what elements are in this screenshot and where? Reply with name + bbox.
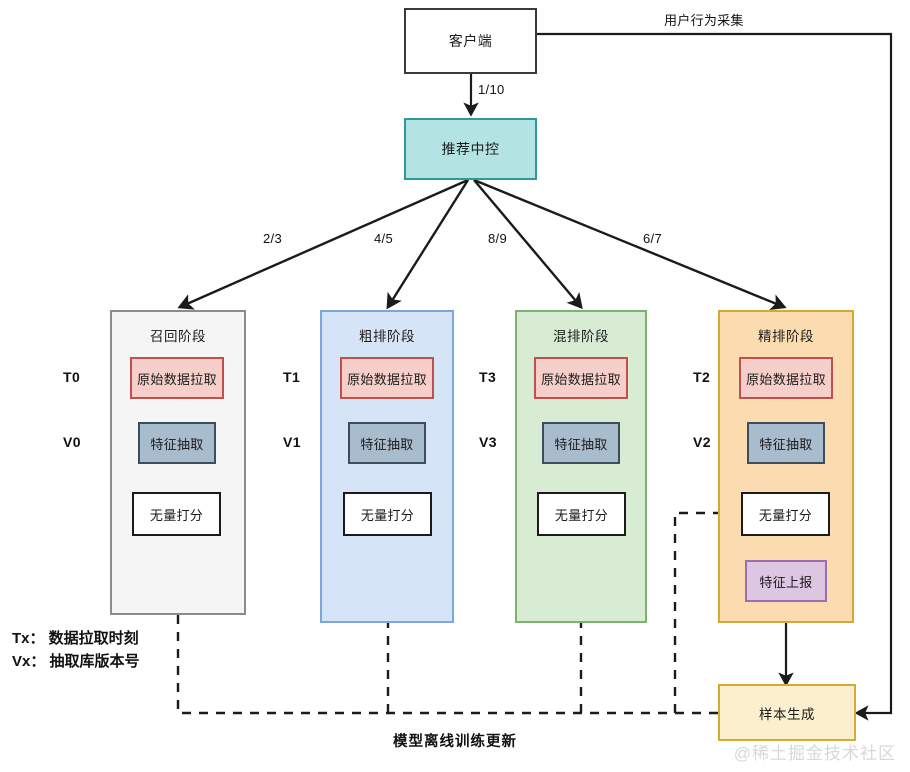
node-client-label: 客户端 bbox=[448, 33, 493, 49]
stage-recall-raw-pull-label: 原始数据拉取 bbox=[137, 371, 217, 387]
legend-line-vx: Vx： 抽取库版本号 bbox=[12, 653, 140, 670]
edge-label-client-to-center: 1/10 bbox=[478, 82, 505, 97]
stage-coarse-raw-pull-label: 原始数据拉取 bbox=[347, 371, 427, 387]
stage-mix-v-label: V3 bbox=[479, 434, 497, 450]
stage-mix-feature-extract-label: 特征抽取 bbox=[554, 436, 608, 452]
stage-fine-t-label: T2 bbox=[693, 369, 711, 385]
stage-recall-score[interactable]: 无量打分 bbox=[132, 492, 221, 536]
stage-mix-t-label: T3 bbox=[479, 369, 497, 385]
stage-mix-score-label: 无量打分 bbox=[554, 507, 609, 523]
bottom-caption: 模型离线训练更新 bbox=[393, 734, 517, 750]
stage-fine-feature-report-label: 特征上报 bbox=[759, 574, 813, 590]
watermark: @稀土掘金技术社区 bbox=[733, 744, 896, 763]
stage-fine-score[interactable]: 无量打分 bbox=[741, 492, 830, 536]
edge-label-to-coarse: 4/5 bbox=[374, 231, 393, 246]
stage-coarse-raw-pull[interactable]: 原始数据拉取 bbox=[340, 357, 434, 399]
stage-recall-v-label: V0 bbox=[63, 434, 81, 450]
stage-mix-raw-pull-label: 原始数据拉取 bbox=[541, 371, 621, 387]
node-recommend-center-label: 推荐中控 bbox=[441, 141, 500, 157]
stage-recall-t-label: T0 bbox=[63, 369, 81, 385]
stage-mix-raw-pull[interactable]: 原始数据拉取 bbox=[534, 357, 628, 399]
node-sample-generation[interactable]: 样本生成 bbox=[718, 684, 856, 741]
stage-mix-score[interactable]: 无量打分 bbox=[537, 492, 626, 536]
stage-fine-score-label: 无量打分 bbox=[758, 507, 813, 523]
edge-label-to-recall: 2/3 bbox=[263, 231, 282, 246]
stage-fine-feature-report[interactable]: 特征上报 bbox=[745, 560, 827, 602]
stage-fine-feature-extract[interactable]: 特征抽取 bbox=[747, 422, 825, 464]
stage-recall-feature-extract[interactable]: 特征抽取 bbox=[138, 422, 216, 464]
stage-coarse-score-label: 无量打分 bbox=[360, 507, 415, 523]
stage-coarse-title: 粗排阶段 bbox=[359, 329, 415, 344]
node-client[interactable]: 客户端 bbox=[404, 8, 537, 74]
stage-fine-feature-extract-label: 特征抽取 bbox=[759, 436, 813, 452]
node-sample-generation-label: 样本生成 bbox=[759, 706, 815, 722]
stage-mix-feature-extract[interactable]: 特征抽取 bbox=[542, 422, 620, 464]
legend-line-tx: Tx： 数据拉取时刻 bbox=[12, 630, 139, 647]
stage-coarse-feature-extract-label: 特征抽取 bbox=[360, 436, 414, 452]
stage-coarse-t-label: T1 bbox=[283, 369, 301, 385]
legend: Tx： 数据拉取时刻 Vx： 抽取库版本号 bbox=[12, 627, 140, 673]
stage-coarse-feature-extract[interactable]: 特征抽取 bbox=[348, 422, 426, 464]
stage-recall-title: 召回阶段 bbox=[150, 329, 206, 344]
edge-label-to-fine: 6/7 bbox=[643, 231, 662, 246]
stage-recall-raw-pull[interactable]: 原始数据拉取 bbox=[130, 357, 224, 399]
stage-fine-title: 精排阶段 bbox=[758, 329, 814, 344]
stage-coarse-score[interactable]: 无量打分 bbox=[343, 492, 432, 536]
edge-label-to-mix: 8/9 bbox=[488, 231, 507, 246]
stage-recall-feature-extract-label: 特征抽取 bbox=[150, 436, 204, 452]
edge-label-user-behavior: 用户行为采集 bbox=[664, 13, 744, 28]
stage-mix-title: 混排阶段 bbox=[553, 329, 609, 344]
node-recommend-center[interactable]: 推荐中控 bbox=[404, 118, 537, 180]
stage-fine-v-label: V2 bbox=[693, 434, 711, 450]
stage-fine-raw-pull-label: 原始数据拉取 bbox=[746, 371, 826, 387]
stage-coarse-v-label: V1 bbox=[283, 434, 301, 450]
stage-fine-raw-pull[interactable]: 原始数据拉取 bbox=[739, 357, 833, 399]
stage-recall-score-label: 无量打分 bbox=[149, 507, 204, 523]
